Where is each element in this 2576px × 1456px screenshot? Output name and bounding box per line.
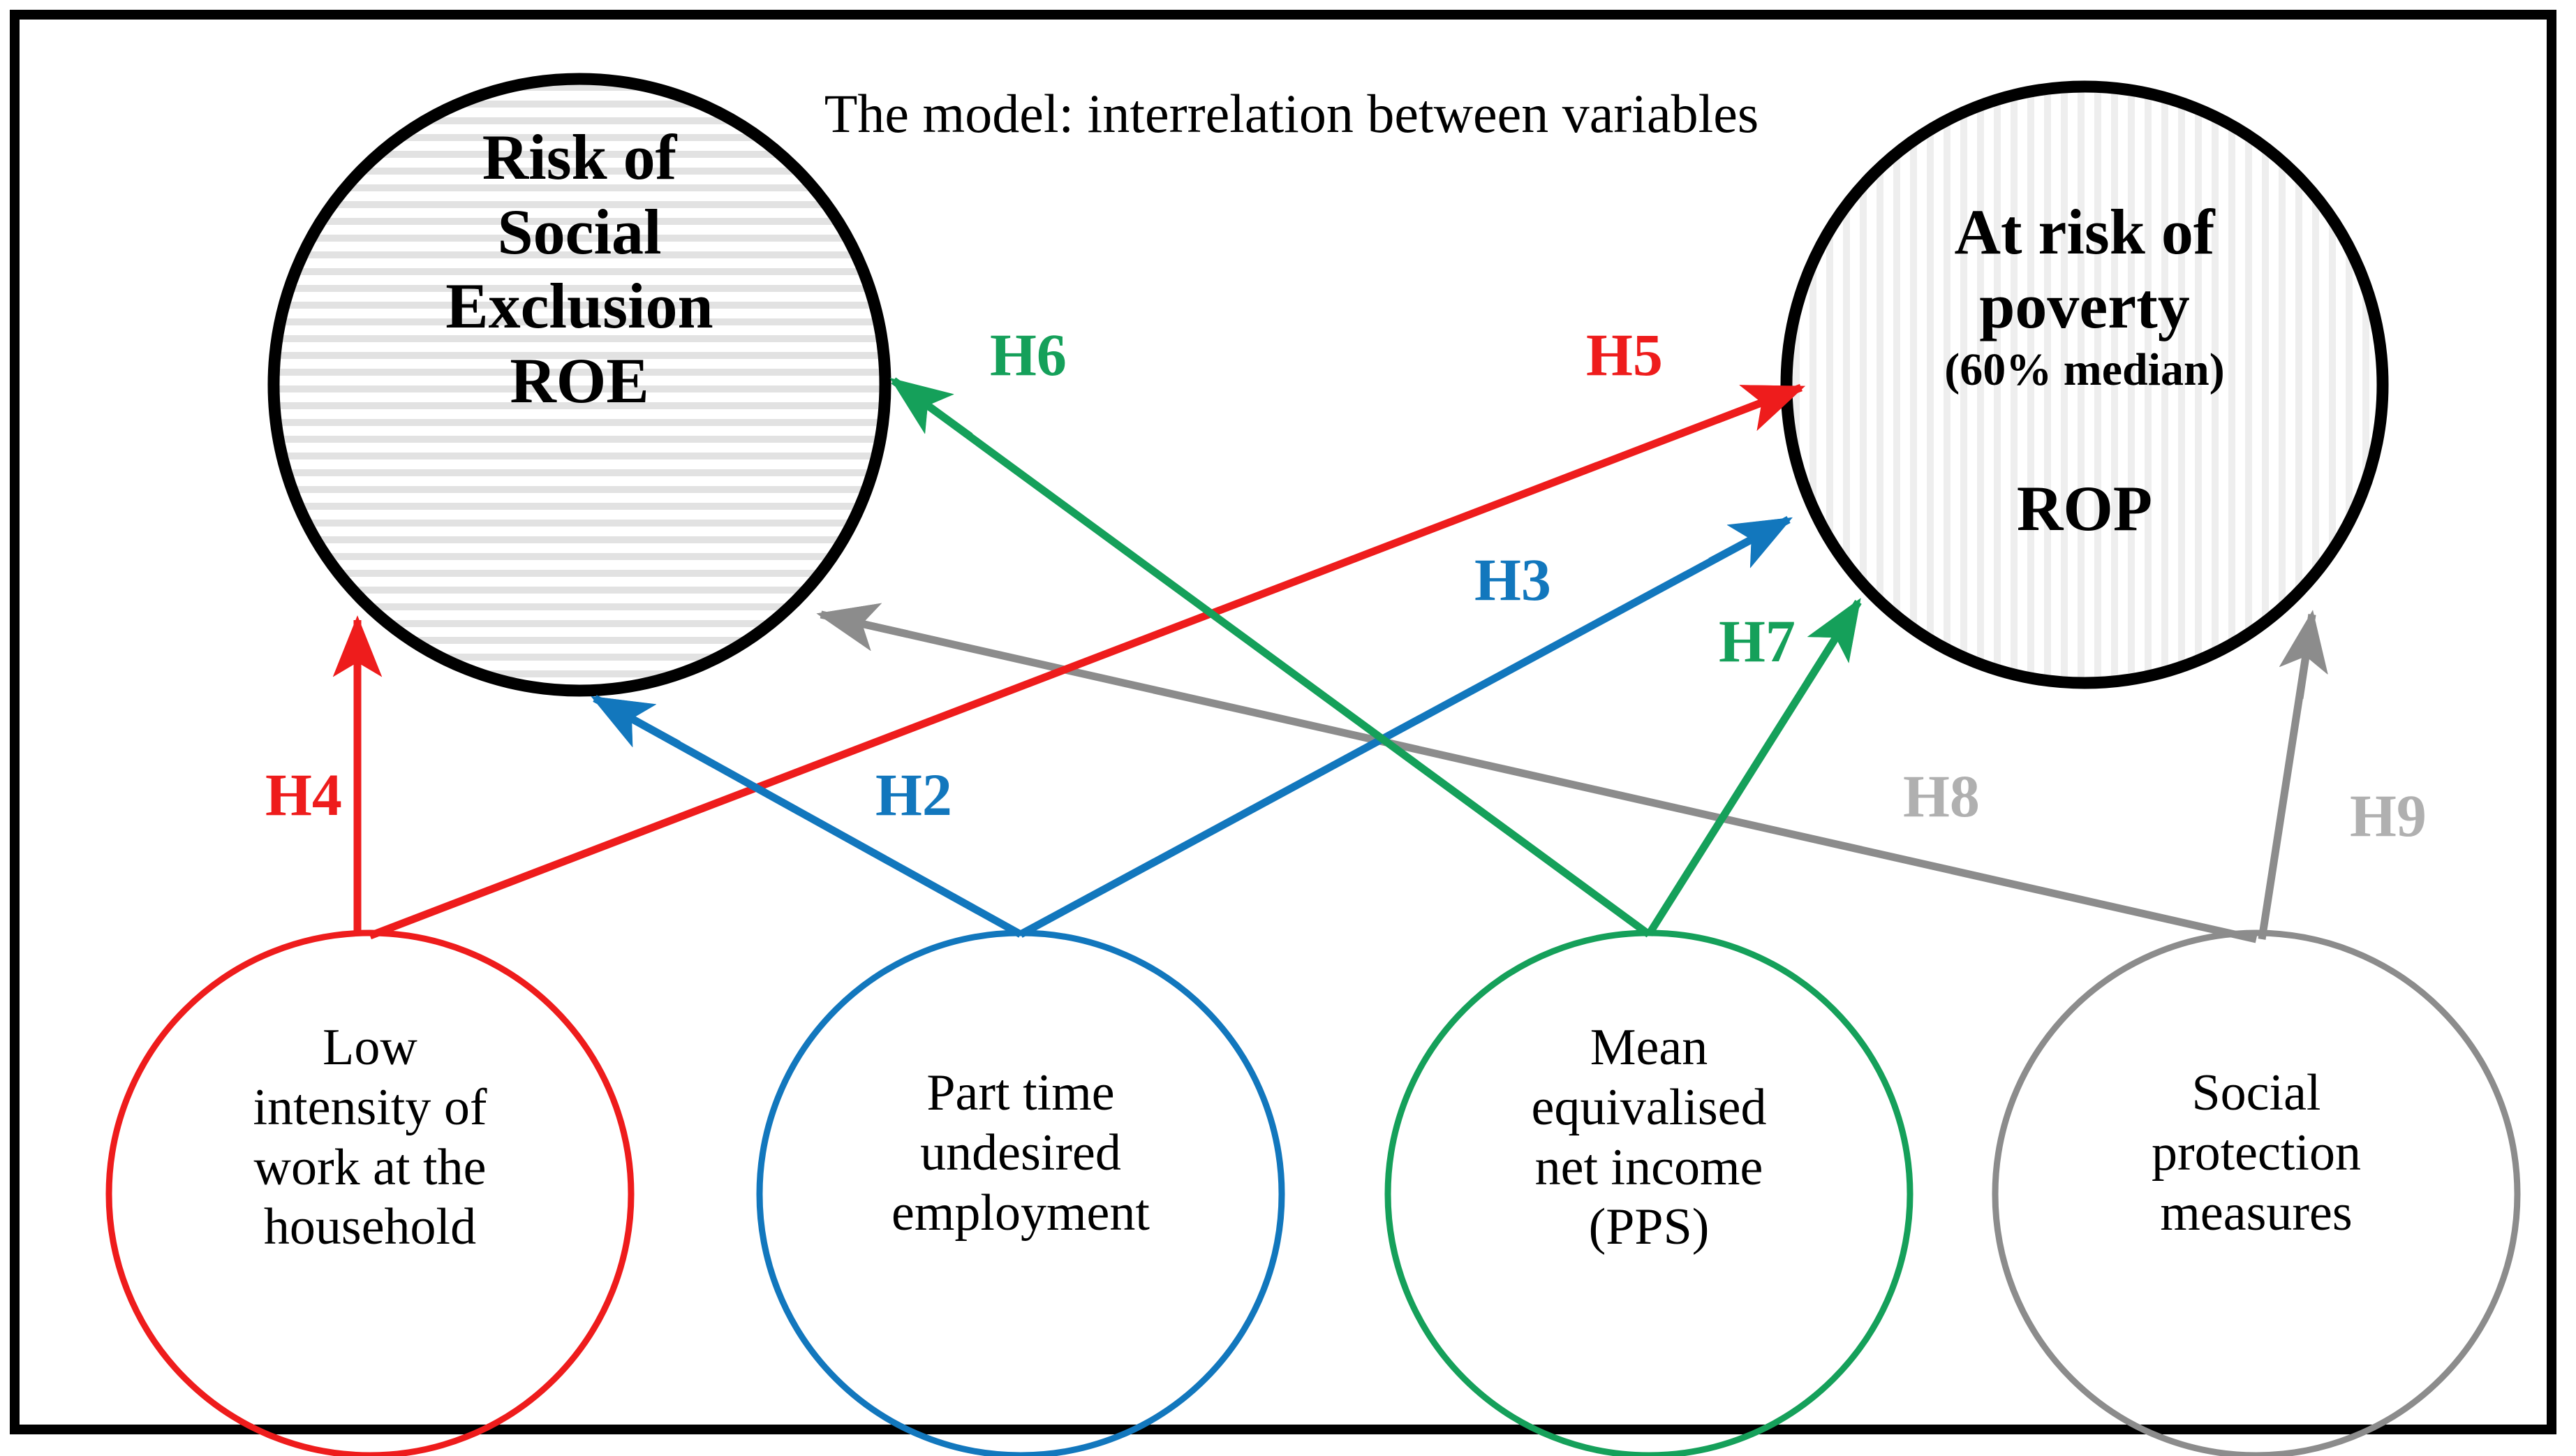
edge-arrowheads-overlay: [332, 377, 2328, 748]
node-roe[interactable]: [267, 73, 891, 697]
node-mean-net-income[interactable]: [1384, 929, 1914, 1456]
edge-H8-tip: [816, 603, 909, 652]
page-title: The model: interrelation between variabl…: [824, 83, 1759, 144]
node-layer: [105, 73, 2521, 1456]
edge-label-H4: H4: [265, 761, 342, 828]
edge-H6[interactable]: [889, 377, 1652, 938]
node-social-protection[interactable]: [1992, 929, 2521, 1456]
edge-H3-tip: [1708, 516, 1793, 568]
edge-label-H8: H8: [1903, 763, 1980, 830]
edge-H6-tip: [889, 377, 973, 440]
edge-label-H7: H7: [1719, 608, 1796, 675]
edge-H5-tip: [1716, 383, 1806, 432]
edge-label-H9: H9: [2350, 782, 2427, 849]
node-rop[interactable]: [1780, 80, 2389, 689]
edge-H9-tip: [2279, 610, 2328, 699]
edge-label-H2: H2: [875, 761, 952, 828]
edge-H7-tip: [1805, 598, 1862, 684]
edge-label-H5: H5: [1586, 321, 1663, 388]
edge-H3[interactable]: [1019, 516, 1793, 938]
node-part-time-undesired[interactable]: [756, 929, 1285, 1456]
edge-label-H6: H6: [990, 321, 1067, 388]
node-low-work-intensity[interactable]: [105, 929, 635, 1456]
edge-H5[interactable]: [369, 383, 1806, 940]
diagram-border: [10, 10, 2556, 1434]
edge-layer: [332, 377, 2328, 943]
edge-H2-tip: [591, 695, 681, 748]
edge-label-H3: H3: [1474, 546, 1551, 613]
